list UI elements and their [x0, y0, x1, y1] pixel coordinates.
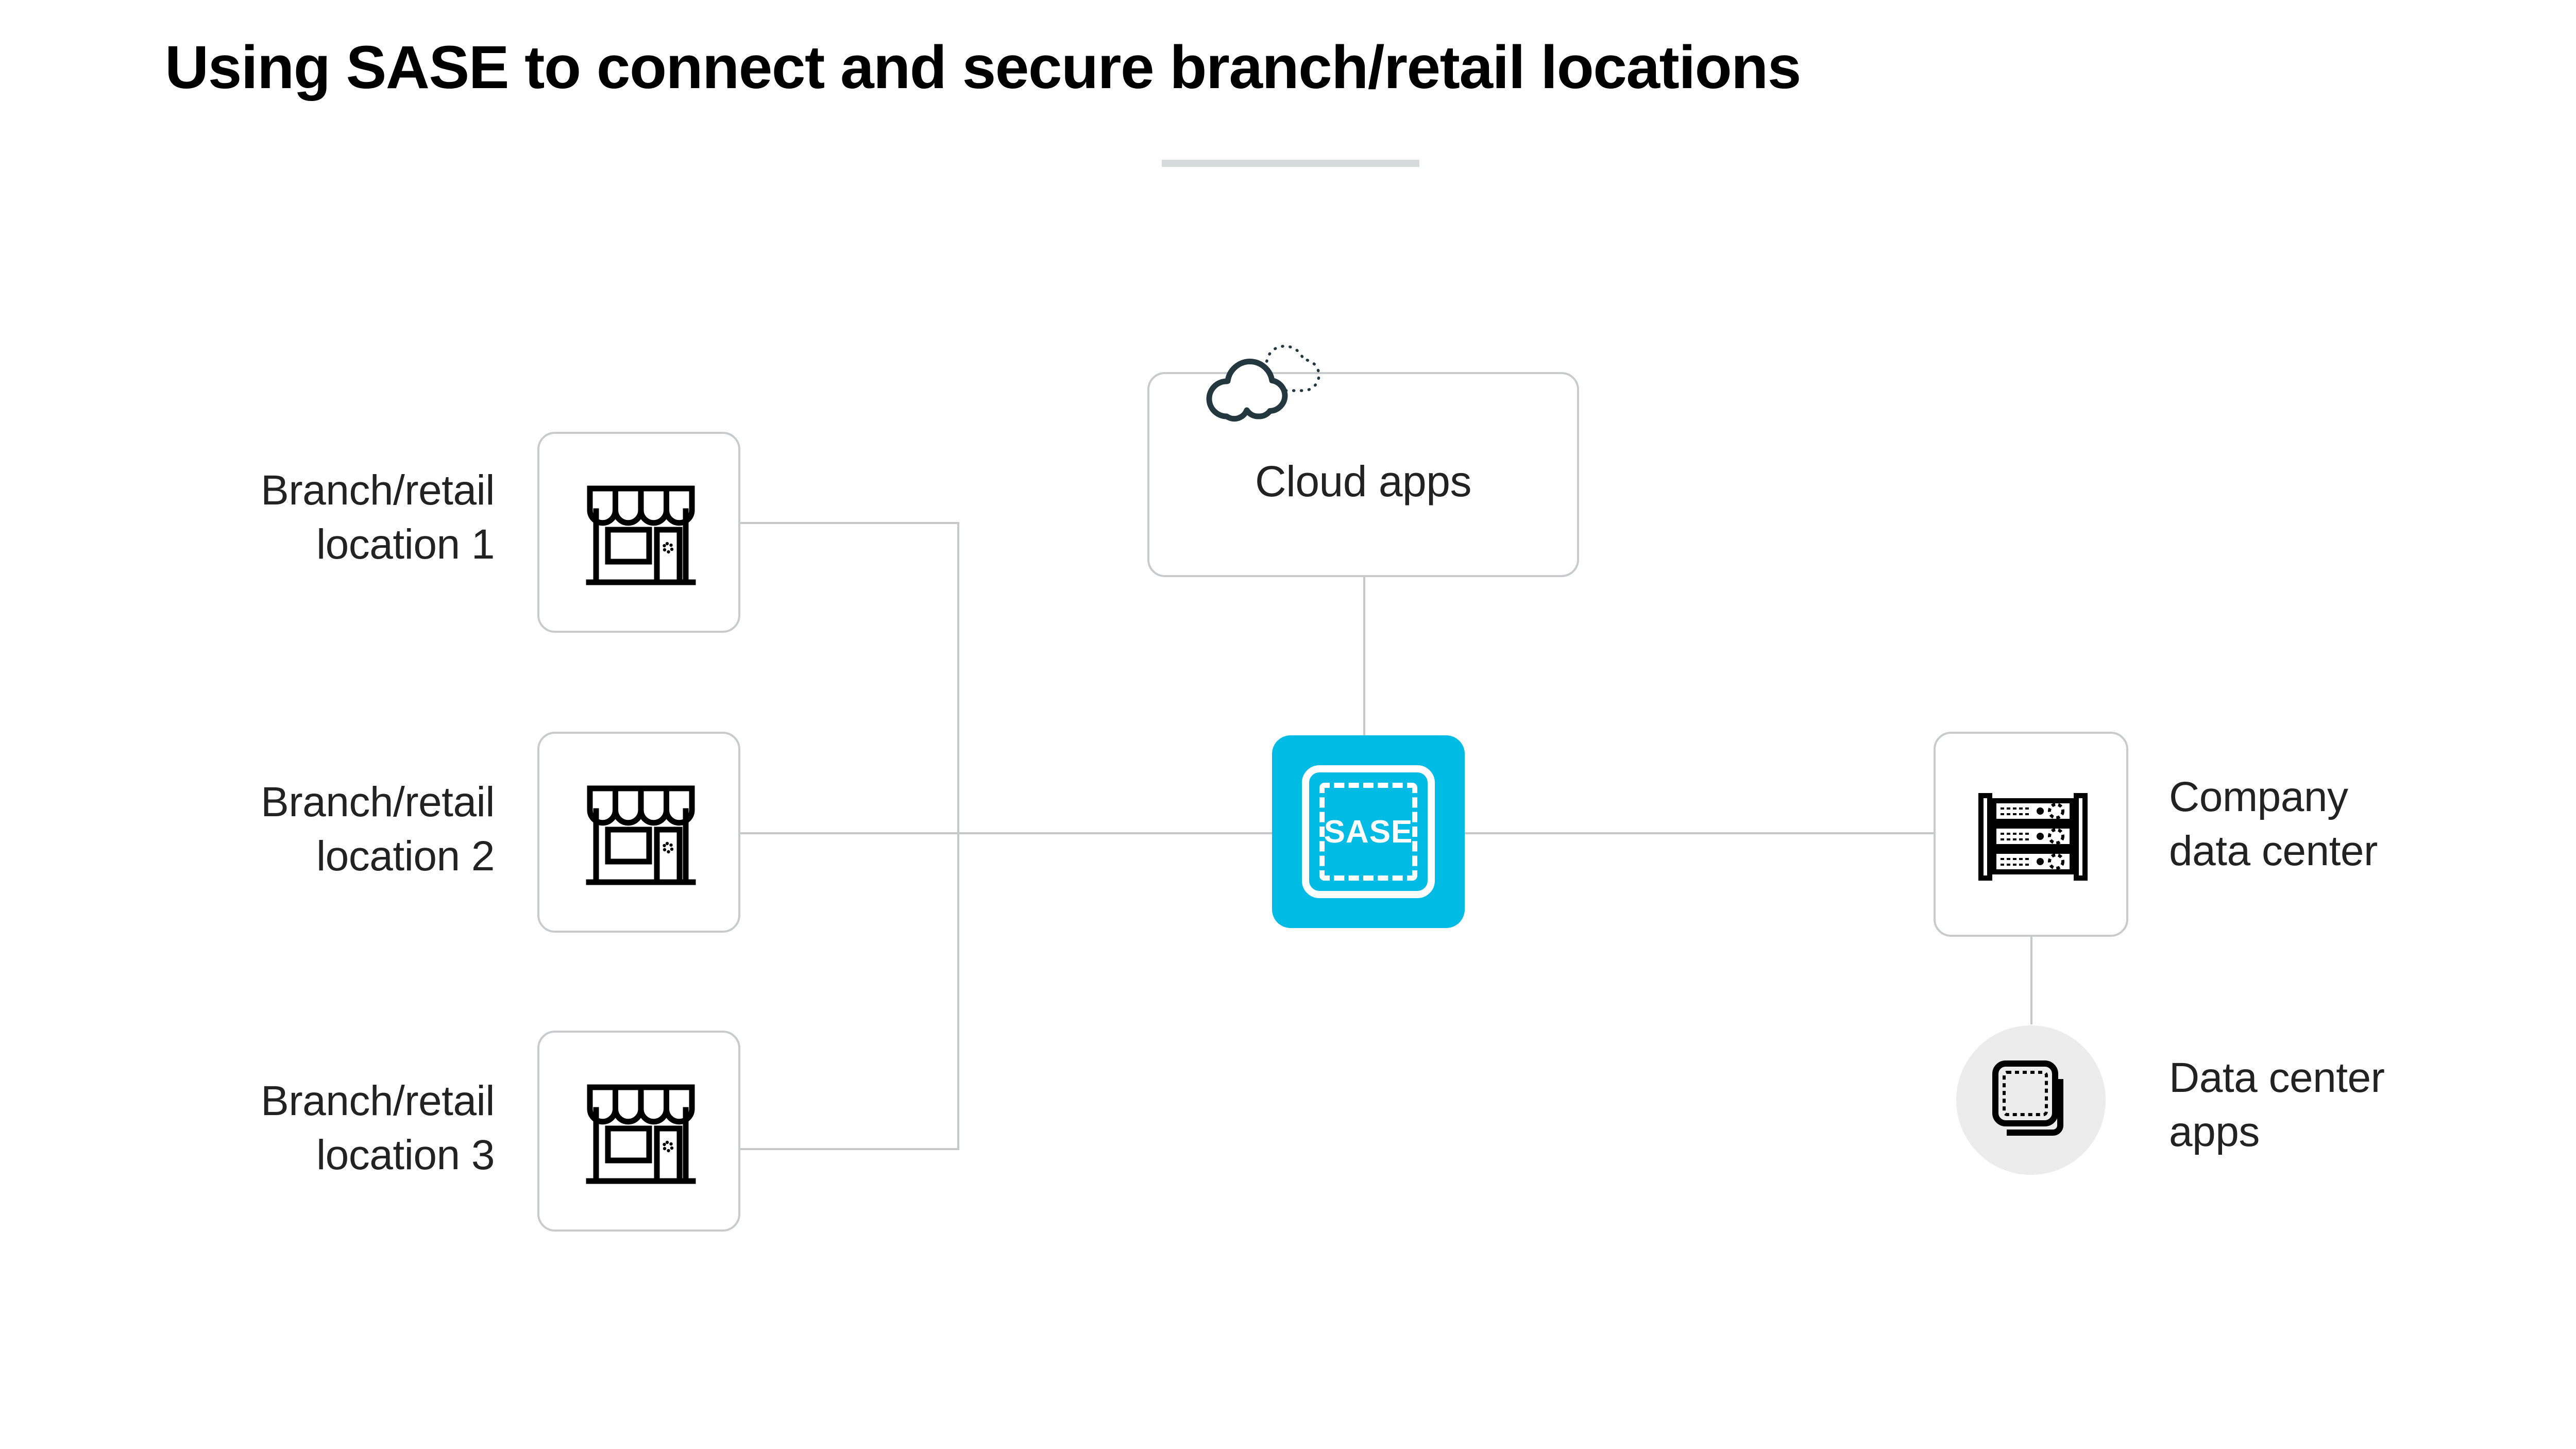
data-center-apps-node[interactable]	[1956, 1025, 2106, 1175]
storefront-icon	[539, 434, 738, 635]
branch-3-label: Branch/retail location 3	[103, 1074, 495, 1183]
sase-shield-icon	[1302, 765, 1435, 898]
server-rack-icon	[1936, 734, 2126, 939]
data-center-apps-label-line1: Data center	[2169, 1054, 2385, 1101]
company-data-center-card[interactable]	[1934, 732, 2128, 937]
sase-dashed-border	[1319, 783, 1417, 881]
company-data-center-label-line1: Company	[2169, 773, 2348, 820]
branch-3-label-line2: location 3	[316, 1131, 495, 1178]
title-divider	[1162, 160, 1419, 167]
company-data-center-label: Company data center	[2169, 770, 2576, 879]
sase-label: SASE	[1324, 814, 1413, 850]
page-title: Using SASE to connect and secure branch/…	[165, 33, 1801, 102]
cloud-icon	[1194, 334, 1344, 432]
branch-1-label-line2: location 1	[316, 520, 495, 568]
company-data-center-label-line2: data center	[2169, 827, 2378, 874]
wire-branch3-to-bus	[740, 1148, 959, 1150]
storefront-icon	[539, 1033, 738, 1234]
branch-2-card[interactable]	[537, 732, 740, 933]
branch-2-label: Branch/retail location 2	[103, 776, 495, 884]
wire-datacenter-to-apps	[2030, 937, 2032, 1024]
wire-bus-to-sase	[957, 832, 1277, 834]
branch-2-label-line1: Branch/retail	[261, 779, 495, 825]
branch-1-label-line1: Branch/retail	[261, 467, 495, 514]
data-center-apps-label-line2: apps	[2169, 1108, 2260, 1155]
wire-branch-bus	[957, 522, 959, 1150]
storefront-icon	[539, 734, 738, 935]
cloud-apps-label: Cloud apps	[1255, 457, 1471, 506]
app-layers-icon	[1956, 1025, 2106, 1175]
wire-branch2-to-bus	[740, 832, 959, 834]
branch-1-label: Branch/retail location 1	[103, 464, 495, 572]
branch-3-label-line1: Branch/retail	[261, 1077, 495, 1124]
sase-node[interactable]: SASE	[1272, 735, 1465, 928]
wire-sase-to-datacenter	[1465, 832, 1934, 834]
wire-cloudapps-to-sase	[1363, 576, 1365, 746]
branch-1-card[interactable]	[537, 432, 740, 633]
branch-3-card[interactable]	[537, 1031, 740, 1232]
wire-branch1-to-bus	[740, 522, 959, 524]
branch-2-label-line2: location 2	[316, 832, 495, 880]
data-center-apps-label: Data center apps	[2169, 1051, 2576, 1159]
